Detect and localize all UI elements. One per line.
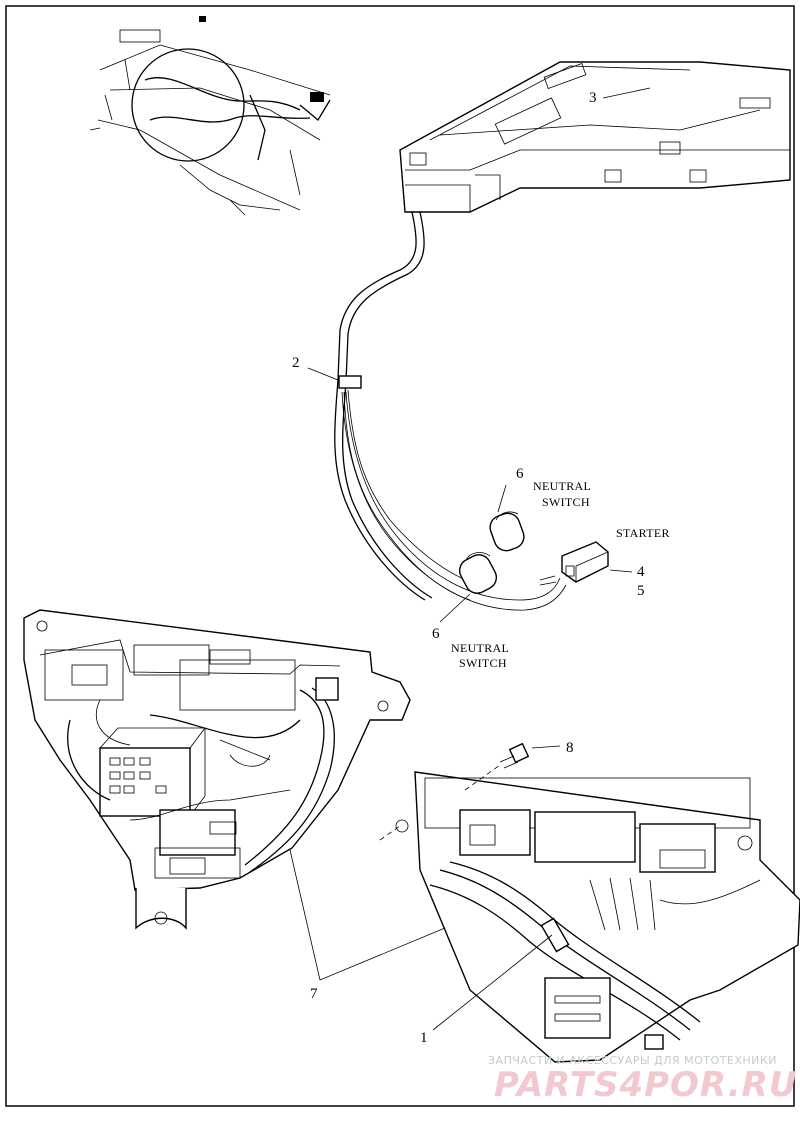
- wiring-harness: [334, 211, 567, 611]
- neutral-switch-label-lower-1: NEUTRAL: [451, 641, 509, 655]
- callout-6-lower: 6: [432, 626, 440, 642]
- callout-1: 1: [420, 1030, 428, 1046]
- callout-7: 7: [310, 986, 318, 1002]
- callout-4: 4: [637, 564, 645, 580]
- callout-2: 2: [292, 355, 300, 371]
- neutral-switch-label-upper-1: NEUTRAL: [533, 479, 591, 493]
- control-module: [399, 61, 791, 213]
- neutral-switch-label-lower-2: SWITCH: [459, 656, 507, 670]
- watermark-line-1: ЗАПЧАСТИ И АКСЕССУАРЫ ДЛЯ МОТОТЕХНИКИ: [488, 1054, 777, 1067]
- relay-tray-right: [395, 771, 800, 1063]
- neutral-switch-label-upper-2: SWITCH: [542, 495, 590, 509]
- page-frame: [5, 5, 795, 1107]
- starter-connector: [561, 541, 609, 583]
- callout-3: 3: [589, 90, 597, 106]
- bolt: [499, 742, 530, 769]
- neutral-switch-connector-lower: [458, 552, 498, 594]
- starter-label: STARTER: [616, 526, 670, 540]
- callout-8: 8: [566, 740, 574, 756]
- callout-6-upper: 6: [516, 466, 524, 482]
- callout-5: 5: [637, 583, 645, 599]
- relay-tray-left: [23, 609, 411, 930]
- watermark-logo: PARTS4POR.RU: [494, 1065, 797, 1105]
- neutral-switch-connector-upper: [489, 511, 525, 552]
- locator-thumbnail: [89, 16, 331, 216]
